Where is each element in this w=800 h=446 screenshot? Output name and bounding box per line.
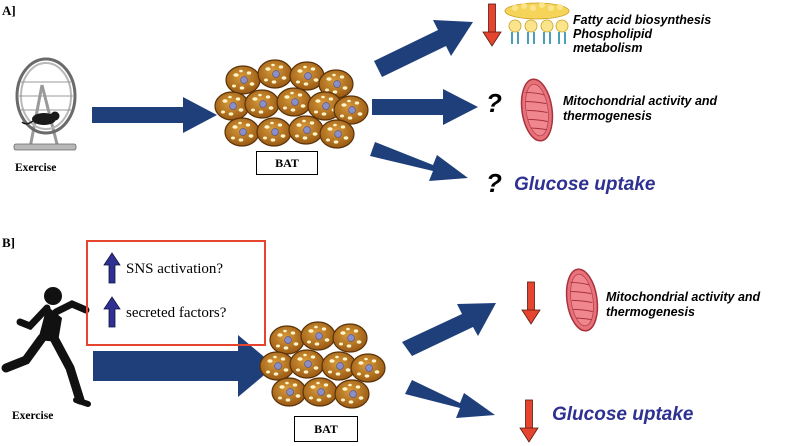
factors-box [86, 240, 266, 346]
panel-a-bat-box: BAT [256, 151, 318, 175]
brown-fat-cells-icon [214, 59, 369, 149]
bat-to-glucose-arrow-b [405, 380, 495, 418]
exercise-to-bat-arrow [92, 97, 217, 133]
panel-b-bat-box: BAT [294, 416, 358, 442]
bat-to-mito-arrow-b [402, 303, 496, 356]
glucose-outcome-a: Glucose uptake [514, 174, 656, 195]
glucose-question-mark: ? [486, 168, 502, 198]
panel-b-bat-label: BAT [314, 421, 338, 436]
red-down-arrow-icon [521, 281, 541, 325]
phospholipid-icon [504, 2, 570, 44]
bat-to-mito-arrow [372, 89, 478, 125]
secreted-factors-label: secreted factors? [126, 305, 227, 321]
mito-outcome-b-line-2: thermogenesis [606, 305, 695, 319]
mitochondrion-icon [517, 76, 557, 144]
lipid-outcome-line-2: Phospholipid [573, 27, 653, 41]
glucose-outcome-b: Glucose uptake [552, 404, 694, 425]
sns-activation-label: SNS activation? [126, 261, 224, 277]
lipid-outcome-line-1: Fatty acid biosynthesis [573, 13, 712, 27]
mitochondrion-icon [562, 266, 602, 334]
red-down-arrow-icon [482, 3, 502, 47]
panel-b-exercise-caption: Exercise [12, 410, 54, 422]
bat-to-glucose-arrow [370, 142, 468, 181]
mito-outcome-b-line-1: Mitochondrial activity and [606, 290, 761, 304]
red-down-arrow-icon [519, 399, 539, 443]
mito-outcome-line-2: thermogenesis [563, 109, 652, 123]
bat-to-lipid-arrow [374, 20, 473, 77]
panel-a-label: A] [2, 3, 16, 18]
lipid-outcome-line-3: metabolism [573, 41, 643, 55]
panel-a-exercise-caption: Exercise [15, 162, 57, 174]
exercise-to-bat-arrow-b [93, 335, 275, 397]
panel-b-label: B] [2, 235, 15, 250]
brown-fat-cells-icon [259, 321, 386, 409]
hamster-wheel-icon [13, 57, 77, 151]
panel-a-bat-label: BAT [275, 155, 299, 170]
mito-question-mark: ? [486, 88, 502, 118]
running-person-icon [1, 287, 91, 407]
mito-outcome-line-1: Mitochondrial activity and [563, 94, 718, 108]
